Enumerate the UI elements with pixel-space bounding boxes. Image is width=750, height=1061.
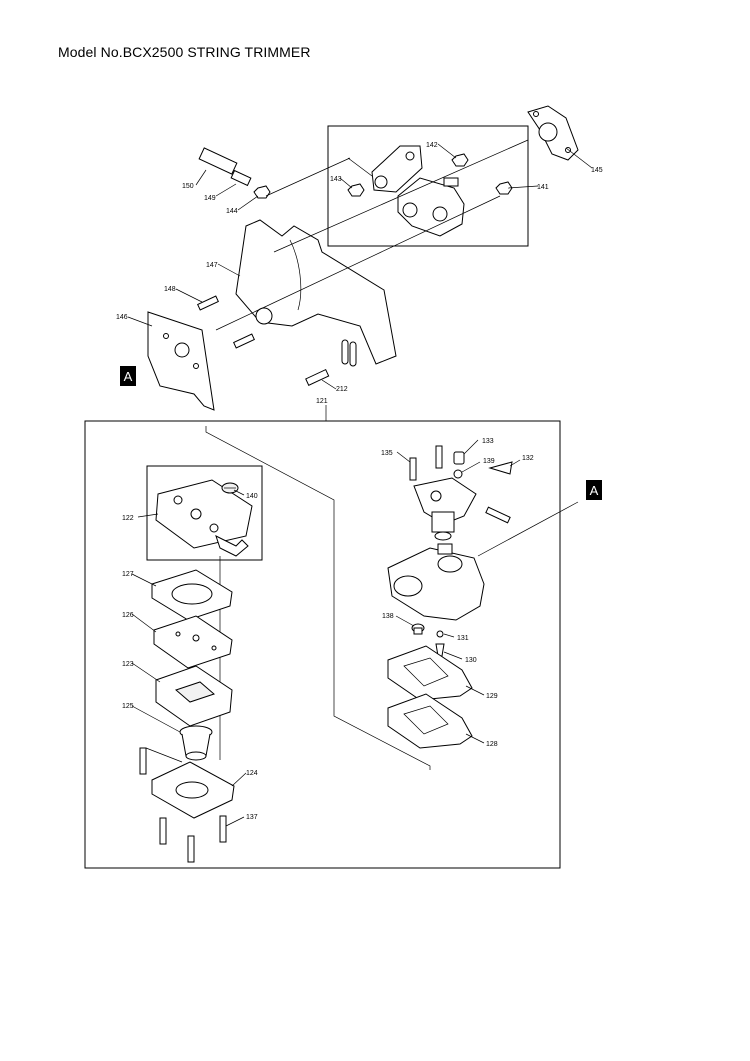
plate-146	[147, 311, 215, 411]
ring-139	[453, 469, 463, 479]
nut-144	[253, 185, 271, 199]
label-138: 138	[382, 613, 394, 620]
marker-a-upper-label: A	[124, 369, 133, 384]
label-145: 145	[591, 167, 603, 174]
label-212: 212	[336, 386, 348, 393]
bolt-149	[230, 169, 252, 187]
label-121: 121	[316, 398, 328, 405]
nut-143	[347, 183, 365, 197]
label-135: 135	[381, 450, 393, 457]
label-123: 123	[122, 661, 134, 668]
label-129: 129	[486, 693, 498, 700]
label-126: 126	[122, 612, 134, 619]
part-131	[436, 630, 444, 638]
label-132: 132	[522, 455, 534, 462]
cap-133	[453, 451, 465, 465]
screw-extra	[233, 333, 255, 349]
gasket-128	[387, 693, 473, 749]
filter-screen-140	[221, 482, 239, 494]
label-141: 141	[537, 184, 549, 191]
label-122: 122	[122, 515, 134, 522]
screw-212	[305, 368, 330, 386]
reference-marker-a-lower: A	[586, 480, 602, 500]
label-142: 142	[426, 142, 438, 149]
label-146: 146	[116, 314, 128, 321]
marker-a-lower-label: A	[590, 483, 599, 498]
label-131: 131	[457, 635, 469, 642]
gasket-145	[527, 105, 579, 161]
screws-137	[139, 747, 227, 863]
label-128: 128	[486, 741, 498, 748]
throttle-lever-assembly	[413, 477, 477, 541]
label-148: 148	[164, 286, 176, 293]
part-122-subassembly	[155, 479, 253, 557]
diaphragm-127	[151, 569, 233, 621]
gasket-126	[153, 615, 233, 669]
label-127: 127	[122, 571, 134, 578]
carburetor-121-box	[84, 420, 561, 869]
label-133: 133	[482, 438, 494, 445]
nut-141-side	[495, 181, 513, 195]
subassembly-122-box	[146, 465, 263, 561]
part-141-assembly	[371, 145, 465, 237]
carburetor-body	[387, 543, 485, 621]
label-150: 150	[182, 183, 194, 190]
page-title: Model No.BCX2500 STRING TRIMMER	[58, 44, 311, 60]
label-130: 130	[465, 657, 477, 664]
needle-130	[435, 643, 445, 657]
screw-148	[197, 295, 219, 311]
label-143: 143	[330, 176, 342, 183]
screw-135	[409, 457, 417, 481]
lower-leader-lines	[131, 439, 579, 827]
part-number-labels: 145 141 142 143 150 149 144 147 148 146 …	[116, 142, 603, 821]
label-125: 125	[122, 703, 134, 710]
reference-marker-a-upper: A	[120, 366, 136, 386]
upper-leader-lines	[127, 139, 593, 390]
pin-150	[198, 147, 238, 175]
assembly-141-box	[327, 125, 529, 247]
label-137: 137	[246, 814, 258, 821]
clip-132	[488, 461, 513, 475]
label-140: 140	[246, 493, 258, 500]
cup-125	[179, 725, 213, 761]
label-124: 124	[246, 770, 258, 777]
nut-142	[451, 153, 469, 167]
screw-133-a	[435, 445, 443, 469]
diaphragm-129	[387, 645, 473, 701]
label-149: 149	[204, 195, 216, 202]
plug-138	[411, 623, 425, 635]
insulator-147	[235, 219, 397, 367]
label-147: 147	[206, 262, 218, 269]
label-139: 139	[483, 458, 495, 465]
cover-124	[151, 761, 235, 819]
body-123	[155, 665, 233, 727]
screw-throttle	[485, 506, 511, 524]
label-144: 144	[226, 208, 238, 215]
